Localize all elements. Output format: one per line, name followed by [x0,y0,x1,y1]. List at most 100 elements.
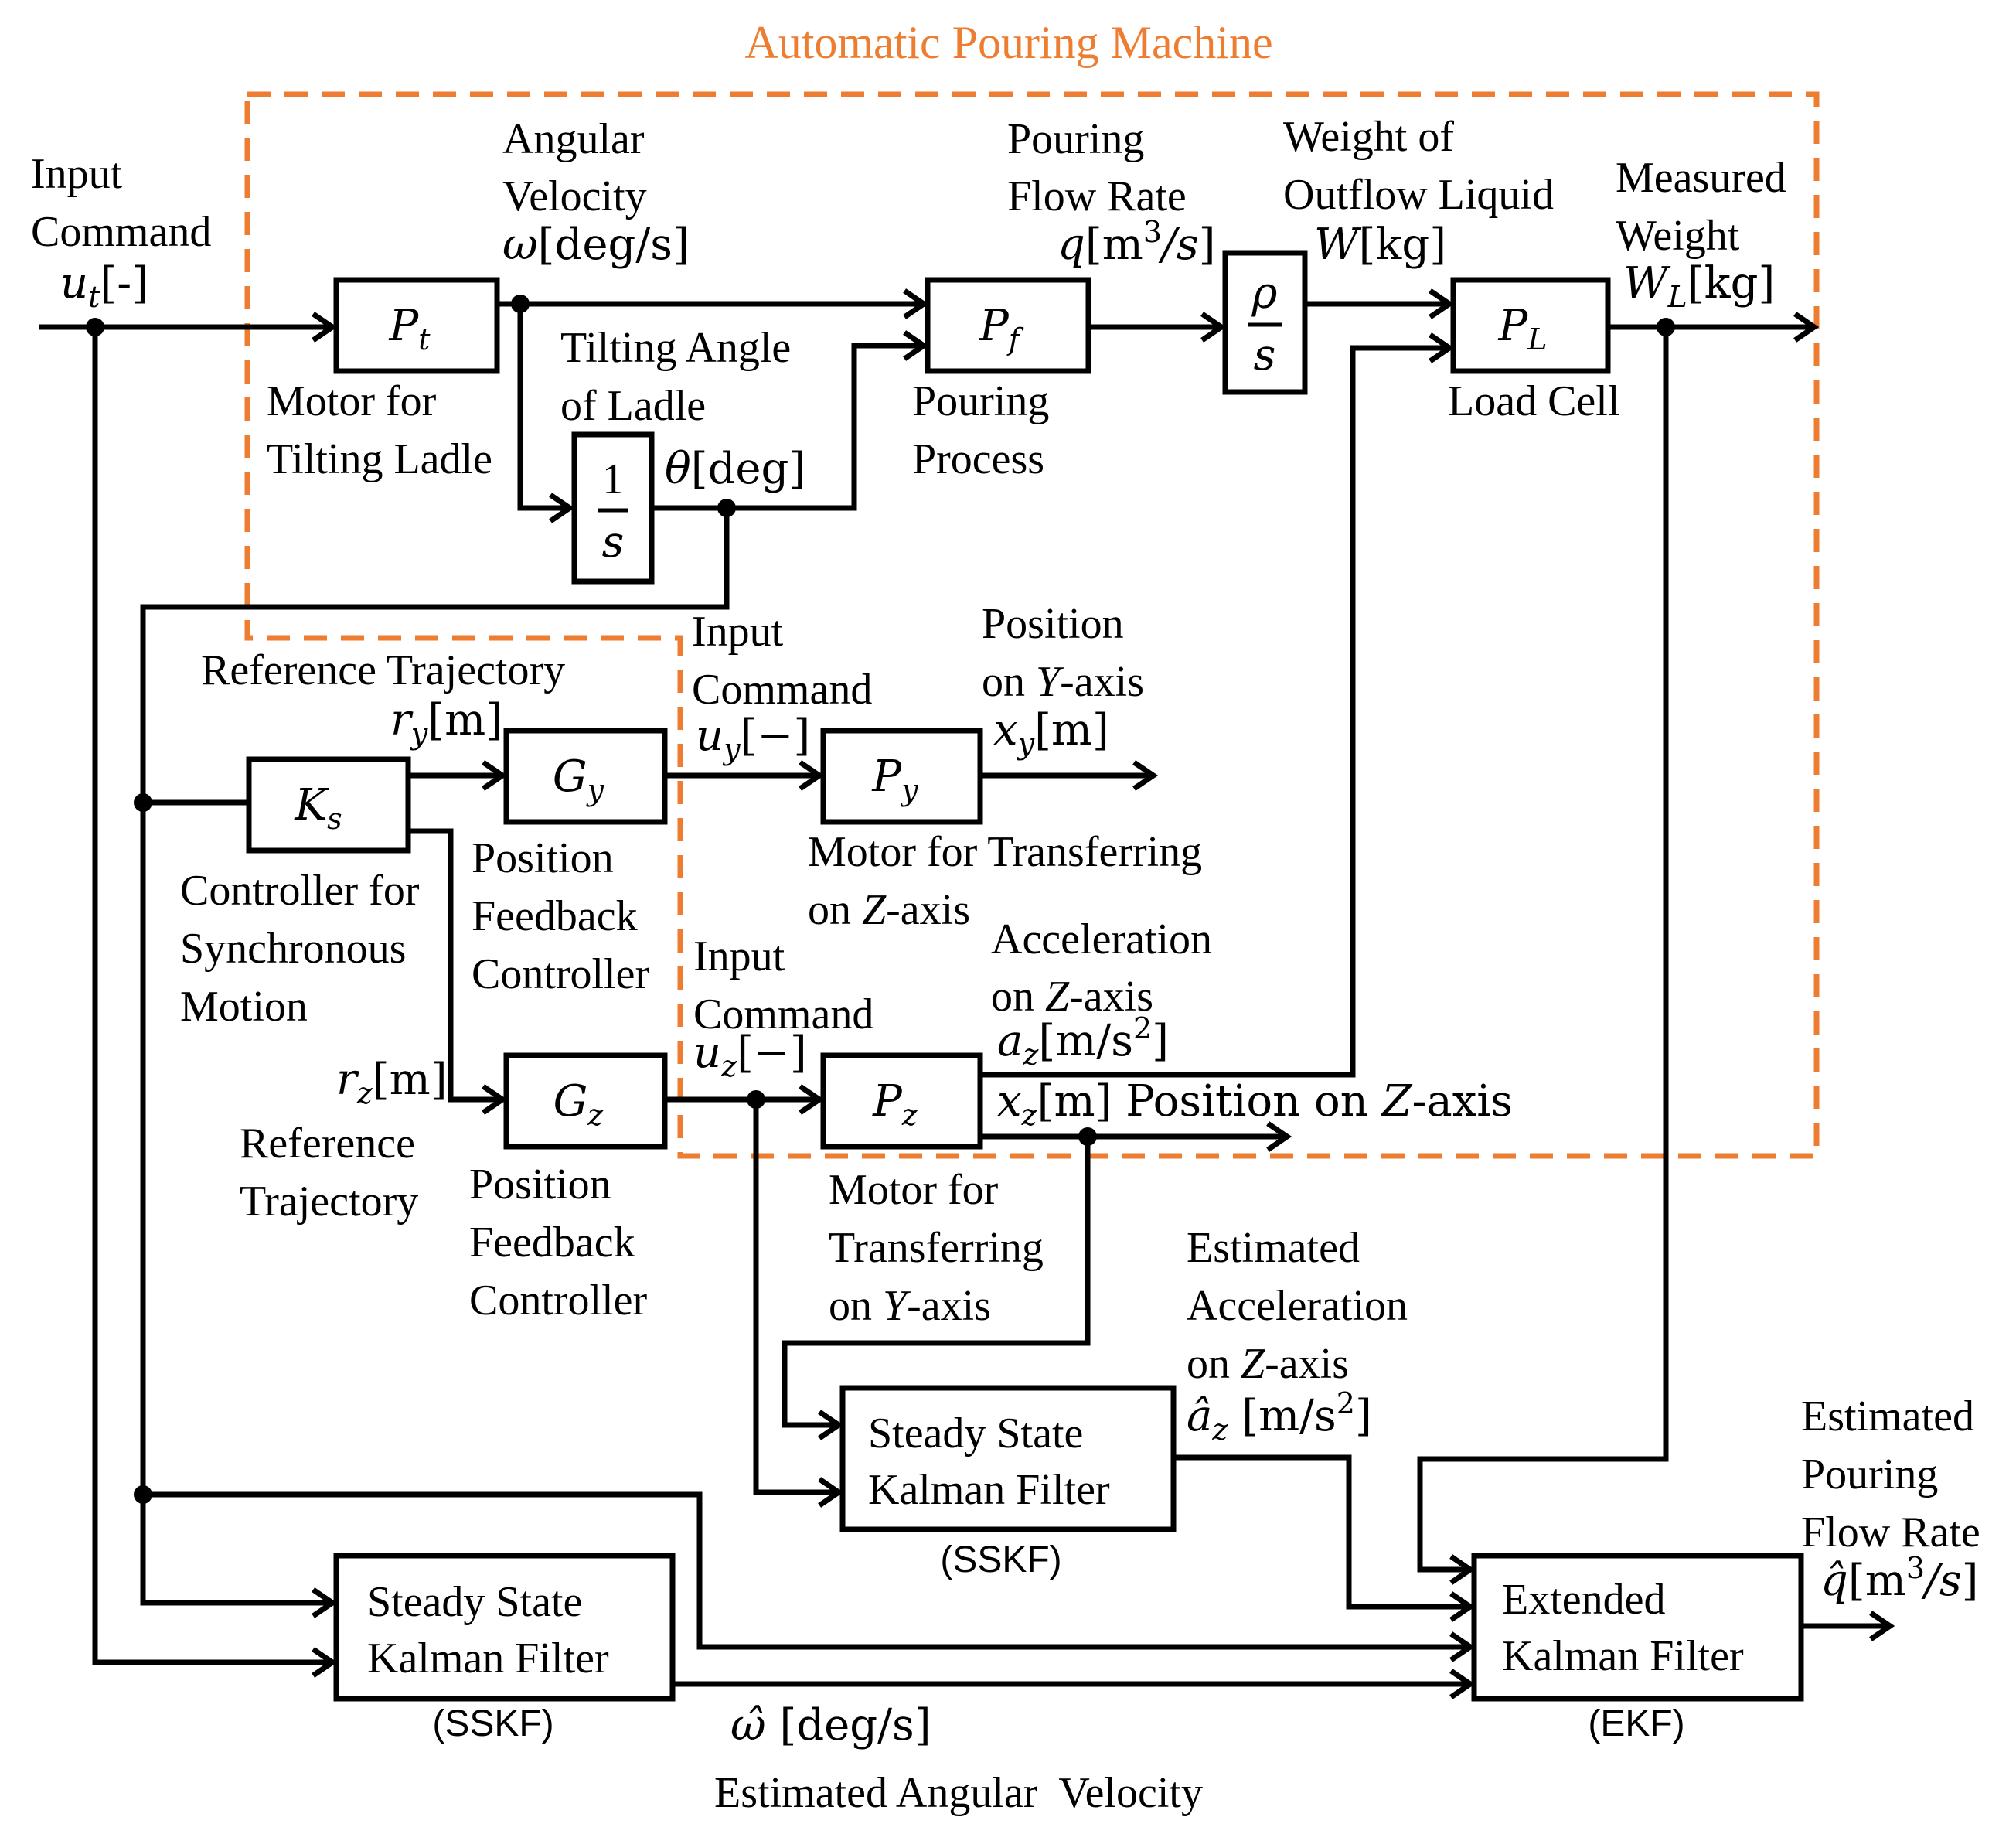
arrowhead-sskf-z-uz [818,1477,844,1508]
arrowhead-sskf-w-ut [312,1647,338,1678]
wire-theta-down [140,508,730,1606]
label-pos-fb-y-2: Feedback [472,892,638,940]
label-q: q[m3/s] [1057,215,1215,270]
label-angular-velocity-2: Velocity [502,172,647,220]
label-rz: rz[m] [336,1055,448,1110]
junction-dots [86,295,1675,1504]
arrowhead-PL-W [1429,288,1455,319]
block-Pt-label: Pt [389,301,431,356]
label-pos-fb-z-1: Position [469,1161,611,1208]
junction-uz [747,1090,765,1109]
label-az-hat: âz [m/s2] [1187,1386,1372,1447]
label-motor-tilting-2: Tilting Ladle [267,435,492,483]
arrowhead-rho [1200,312,1227,343]
arrowhead-integrator [549,493,575,523]
label-est-accel-3: on Z-axis [1187,1340,1349,1388]
wire-theta-to-ekf [143,1491,1469,1650]
label-pouring-process-1: Pouring [912,377,1049,425]
label-az: az[m/s2] [997,1011,1169,1072]
junction-theta [717,499,736,517]
label-est-accel-1: Estimated [1187,1224,1360,1272]
junction-theta-ekf [134,1485,152,1504]
arrowhead-Py [799,760,825,791]
label-position-y-1: Position [982,600,1124,648]
label-theta: θ[deg] [665,444,805,494]
label-motor-transfer-y-2: Transferring [829,1224,1044,1272]
arrowhead-Pf-theta [903,330,929,361]
junction-xz [1078,1127,1097,1146]
label-est-flow-3: Flow Rate [1801,1508,1980,1556]
block-PL: PL [1450,277,1611,374]
label-q-hat: q̂[m3/s] [1820,1551,1978,1606]
wire-az-hat [1173,1454,1469,1610]
label-ut: ut[-] [60,258,148,314]
label-sskf-tag-w: (SSKF) [432,1703,553,1744]
label-accel-z-1: Acceleration [991,915,1212,963]
label-omega-hat: ω̂ [deg/s] [730,1700,931,1750]
wire-ut-down [92,327,331,1665]
label-WL: WL[kg] [1623,258,1775,314]
label-accel-z-2: on Z-axis [991,973,1153,1021]
block-sskf-w: Steady State Kalman Filter [333,1553,676,1702]
label-controller-sync-2: Synchronous [180,925,406,973]
label-ref-traj-y: Reference Trajectory [201,646,565,694]
ekf-line1: Extended [1502,1576,1665,1624]
arrowhead-Pf-omega [903,288,929,319]
label-weight-outflow-2: Outflow Liquid [1283,171,1554,219]
signal-wires [39,288,1895,1699]
label-est-ang-vel: Estimated Angular Velocity [714,1769,1203,1817]
wire-uz-to-sskf [753,1099,837,1495]
label-xz: xz[m] Position on Z-axis [997,1076,1513,1132]
rho-denominator: s [1254,330,1276,380]
junction-WL [1657,318,1675,336]
arrowhead-WL [1793,312,1820,343]
label-pos-fb-z-3: Controller [469,1277,648,1324]
arrowhead-Gz [482,1084,508,1115]
label-pos-fb-y-1: Position [472,834,614,882]
wire-rz [408,828,501,1103]
block-Gz: Gz [503,1052,668,1150]
label-input-cmd-z-1: Input [693,932,785,980]
label-motor-transfer-z-1: Motor for Transferring [808,828,1202,876]
integrator-denominator: s [602,517,625,568]
sskf-z-line1: Steady State [868,1410,1083,1457]
arrowhead-Pz [799,1084,825,1115]
block-rho-s: ρ s [1222,250,1308,395]
label-est-accel-2: Acceleration [1187,1282,1408,1330]
arrowhead-sskf-w-theta [312,1587,338,1618]
wire-az-to-PL [980,345,1448,1078]
label-pouring-flow-1: Pouring [1007,115,1144,163]
label-sskf-tag-z: (SSKF) [940,1539,1061,1580]
arrowhead-ekf-theta [1449,1631,1476,1662]
block-Py: Py [820,728,983,825]
label-measured-weight-2: Weight [1616,212,1740,260]
label-input-command-2: Command [31,208,211,256]
wire-omega-to-integrator [517,304,568,511]
label-load-cell: Load Cell [1448,377,1619,425]
label-tilting-angle-1: Tilting Angle [560,324,791,372]
arrowhead-ekf-az-hat [1449,1591,1476,1622]
arrowhead-ekf-omega-hat [1449,1669,1476,1699]
label-input-command-1: Input [31,150,123,198]
label-controller-sync-3: Motion [180,983,308,1031]
block-Gy: Gy [503,728,668,825]
label-ref-traj-z-2: Trajectory [240,1178,418,1226]
block-integrator: 1 s [571,431,655,585]
label-input-cmd-z-2: Command [693,990,873,1038]
block-ekf: Extended Kalman Filter [1471,1553,1804,1702]
wire-xz-to-sskf [782,1137,1091,1428]
arrowhead-Pt [312,312,338,343]
arrowhead-sskf-z-xz [818,1410,844,1440]
label-measured-weight-1: Measured [1616,154,1786,202]
label-est-flow-2: Pouring [1801,1450,1938,1498]
integrator-numerator: 1 [602,455,624,503]
rho-numerator: ρ [1251,268,1278,319]
block-Pz-label: Pz [872,1076,918,1132]
label-pouring-process-2: Process [912,435,1044,483]
wire-WL-to-ekf [1417,327,1669,1573]
arrowhead-q-hat [1869,1611,1895,1641]
label-controller-sync-1: Controller for [180,867,420,915]
wire-theta-to-Pf [652,343,922,511]
label-uy: uy[−] [696,711,810,766]
automatic-pouring-machine-frame [244,91,1820,1159]
